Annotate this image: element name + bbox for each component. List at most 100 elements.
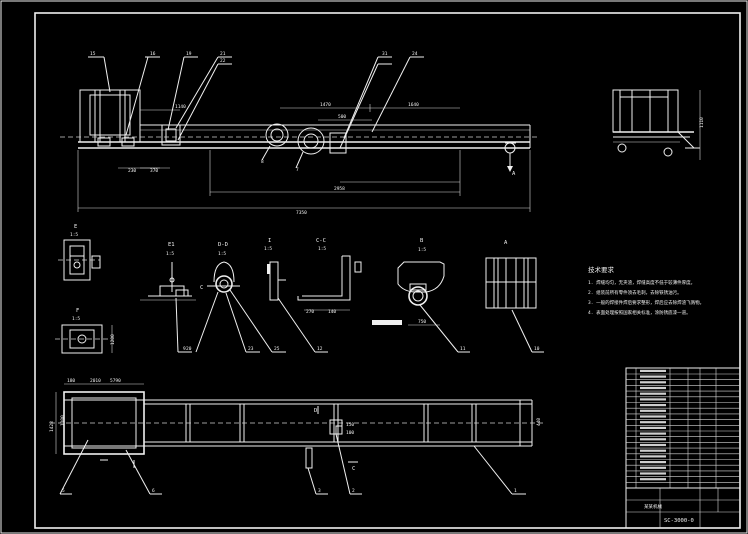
balloon-21: 21 [220, 51, 226, 57]
bom-text-mark [640, 409, 666, 412]
section-dd-scale: 1:5 [218, 251, 226, 257]
dim-ds1: 270 [306, 309, 314, 315]
section-e1-scale: 1:5 [166, 251, 174, 257]
section-f: F 1:5 1200 [55, 308, 116, 354]
section-e-title: E [74, 224, 77, 230]
dim-plan-h: 1428 [49, 421, 55, 432]
section-d-mark: D [314, 408, 317, 414]
bom-text-mark [640, 478, 666, 481]
view-a: A 10 [485, 240, 544, 353]
dim-plan-h2: 1100 [60, 415, 66, 426]
dim-s1: 230 [128, 168, 136, 174]
balloon-3: 3 [318, 488, 321, 494]
bom-text-mark [640, 443, 666, 447]
bom-text-mark [640, 449, 666, 452]
section-e-scale: 1:5 [70, 232, 78, 238]
drawing-number: SC-3000-0 [664, 518, 694, 524]
technical-notes: 技术要求 1. 焊缝均匀，无夹渣，焊缝高度不低于较薄件厚度。 2. 组装前所有零… [588, 265, 704, 316]
bom-text-mark [640, 421, 666, 424]
balloon-1: 1 [514, 488, 517, 494]
dim-mid-a: 1470 [320, 102, 331, 108]
bom-text-mark [640, 455, 666, 458]
section-e: E 1:5 [58, 224, 101, 281]
dim-sec2: 100 [346, 430, 354, 436]
section-e1: E1 1:5 9 [140, 242, 196, 353]
bom-text-mark [640, 461, 666, 464]
balloon-20: 20 [186, 346, 192, 352]
balloon-24: 24 [412, 51, 418, 57]
notes-line-3: 3. 一般的焊接件焊后要求整形，焊后应去除焊渣飞溅物。 [588, 299, 704, 306]
dim-right-view: 1110 [699, 117, 705, 128]
section-cc: C-C 1:5 270 140 [297, 238, 362, 315]
view-a-mark: A [512, 171, 516, 177]
balloon-16: 16 [150, 51, 156, 57]
section-b: B 1:5 750 11 [372, 238, 470, 353]
bom-text-mark [640, 415, 666, 418]
balloon-19: 19 [186, 51, 192, 57]
balloon-25: 23 [248, 346, 254, 352]
notes-line-1: 1. 焊缝均匀，无夹渣，焊缝高度不低于较薄件厚度。 [588, 279, 695, 286]
balloon-10: 10 [534, 346, 540, 352]
section-f-scale: 1:5 [72, 316, 80, 322]
balloon-15: 15 [90, 51, 96, 57]
dim-plan-h3: 440 [536, 418, 542, 426]
section-f-title: F [76, 308, 79, 314]
balloon-8: 8 [261, 159, 264, 165]
dim-plan-w1: 180 [67, 378, 75, 384]
notes-line-4: 4. 表面处理按照国家相关标准，涂防锈底漆一道。 [588, 309, 691, 316]
dim-ds3: 750 [418, 319, 426, 325]
bom-text-mark [640, 466, 666, 469]
bom-text-mark [640, 375, 666, 378]
balloon-7: 7 [296, 167, 299, 173]
section-b-scale: 1:5 [418, 247, 426, 253]
main-elevation-view: 7350 2958 1470 1640 500 1140 230 370 A [60, 89, 540, 216]
dim-detail-h: 1200 [110, 334, 116, 345]
bom-text-mark [640, 381, 666, 384]
dim-ds2: 140 [328, 309, 336, 315]
section-c-mark-plan: C [352, 466, 355, 472]
plan-view: 1428 180 2010 5790 1100 440 150 100 D C … [49, 378, 545, 495]
view-c-mark: C [200, 285, 203, 291]
balloon-31: 31 [382, 51, 388, 57]
section-i-scale: 1:5 [264, 246, 272, 252]
bom-text-mark [640, 369, 666, 372]
bom-title-block: 某某机械 SC-3000-0 [625, 367, 741, 529]
bom-text-mark [640, 398, 666, 401]
dim-inner: 1140 [175, 104, 186, 110]
dim-s2: 370 [150, 168, 158, 174]
dim-lower: 2958 [334, 186, 345, 192]
bom-text-mark [640, 404, 666, 407]
bom-text-mark [640, 386, 666, 390]
balloon-2: 2 [352, 488, 355, 494]
dim-mid-b: 500 [338, 114, 346, 120]
section-cc-title: C-C [316, 238, 326, 244]
dim-plan-w2: 2010 [90, 378, 101, 384]
balloon-5: 5 [62, 488, 65, 494]
side-view-right: 1110 [612, 89, 705, 160]
company-name: 某某机械 [644, 503, 662, 510]
section-e1-title: E1 [168, 242, 175, 248]
bom-text-mark [640, 438, 666, 441]
dim-top-right: 1640 [408, 102, 419, 108]
section-i-title: I [268, 238, 271, 244]
balloons-top: 15 16 19 21 22 31 24 7 8 [88, 51, 424, 173]
bom-text-mark [640, 432, 666, 435]
balloon-22: 22 [220, 58, 226, 64]
balloon-13: 12 [317, 346, 323, 352]
bom-text-mark [640, 472, 666, 475]
section-cc-scale: 1:5 [318, 246, 326, 252]
inner-border [34, 12, 741, 529]
bom-text-mark [640, 392, 666, 395]
section-dd-title: D-D [218, 242, 228, 248]
dim-overall: 7350 [296, 210, 307, 216]
view-a-title: A [504, 240, 508, 246]
section-dd: D-D 1:5 C 20 23 25 [186, 242, 286, 353]
dim-sec1: 150 [346, 422, 354, 428]
bom-text-mark [640, 426, 666, 429]
balloon-11: 11 [460, 346, 466, 352]
balloon-6: 6 [152, 488, 155, 494]
dim-plan-w3: 5790 [110, 378, 121, 384]
